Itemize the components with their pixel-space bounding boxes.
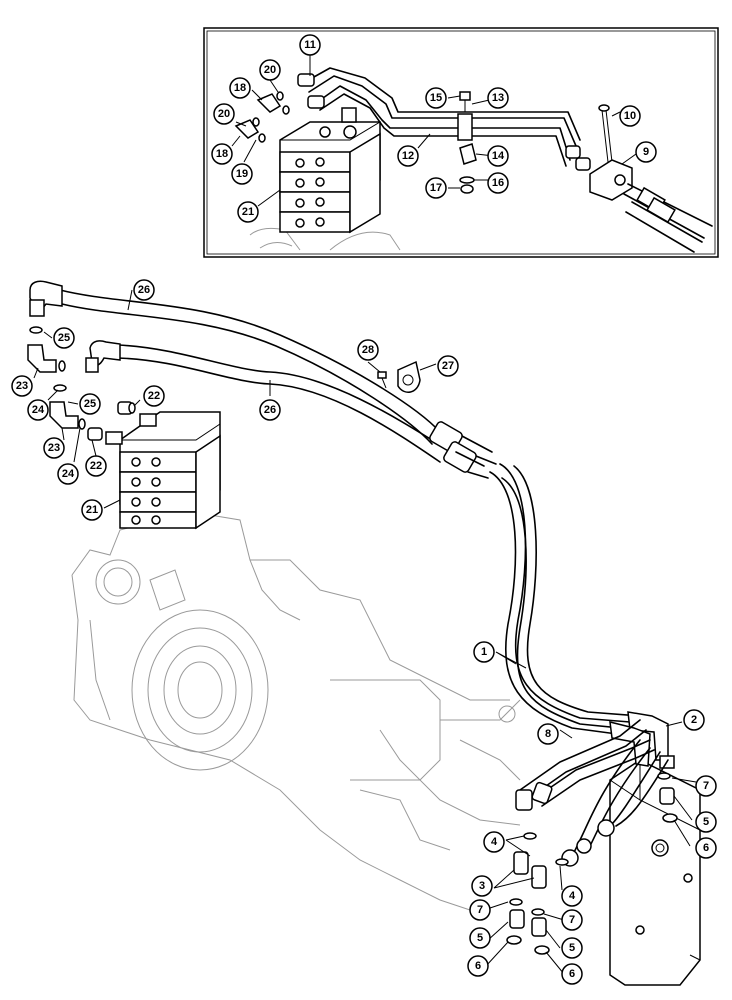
tractor-housing-outline — [71, 514, 521, 911]
callout-8: 8 — [537, 723, 559, 745]
detail-inset — [203, 27, 719, 258]
callout-2: 2 — [683, 709, 705, 731]
svg-text:11: 11 — [304, 39, 316, 51]
callout-20: 20 — [259, 59, 281, 81]
callout-26: 26 — [133, 279, 155, 301]
svg-text:26: 26 — [264, 404, 276, 416]
callout-21: 21 — [81, 499, 103, 521]
svg-text:14: 14 — [492, 150, 505, 162]
hoses-26 — [29, 280, 497, 479]
callout-22: 22 — [85, 455, 107, 477]
callout-20: 20 — [213, 103, 235, 125]
svg-text:4: 4 — [491, 836, 498, 848]
valve-block-inset — [279, 107, 381, 234]
svg-text:15: 15 — [430, 92, 442, 104]
svg-text:7: 7 — [569, 914, 575, 926]
svg-text:17: 17 — [430, 182, 442, 194]
svg-text:26: 26 — [138, 284, 150, 296]
callout-27: 27 — [437, 355, 459, 377]
callout-6: 6 — [695, 837, 717, 859]
svg-text:27: 27 — [442, 360, 454, 372]
svg-text:12: 12 — [402, 150, 414, 162]
callout-23: 23 — [11, 375, 33, 397]
svg-text:21: 21 — [242, 206, 254, 218]
svg-text:24: 24 — [62, 468, 75, 480]
svg-text:4: 4 — [569, 890, 576, 902]
callout-5: 5 — [695, 811, 717, 833]
svg-text:3: 3 — [479, 880, 485, 892]
svg-text:23: 23 — [48, 442, 60, 454]
callout-5: 5 — [469, 927, 491, 949]
svg-text:20: 20 — [264, 64, 276, 76]
callout-18: 18 — [229, 77, 251, 99]
callout-19: 19 — [231, 163, 253, 185]
svg-text:5: 5 — [703, 816, 709, 828]
callout-10: 10 — [619, 105, 641, 127]
svg-text:7: 7 — [477, 904, 483, 916]
callout-13: 13 — [487, 87, 509, 109]
callout-1: 1 — [473, 641, 495, 663]
valve-block-21 — [27, 326, 221, 530]
svg-text:20: 20 — [218, 108, 230, 120]
rear-valve-block — [609, 759, 701, 986]
callout-14: 14 — [487, 145, 509, 167]
callout-24: 24 — [27, 399, 49, 421]
callout-7: 7 — [561, 909, 583, 931]
svg-text:21: 21 — [86, 504, 98, 516]
svg-text:2: 2 — [691, 714, 697, 726]
svg-text:9: 9 — [643, 146, 649, 158]
callout-4: 4 — [561, 885, 583, 907]
svg-text:19: 19 — [236, 168, 248, 180]
hoses-1 — [489, 463, 675, 769]
svg-text:6: 6 — [475, 960, 481, 972]
callout-28: 28 — [357, 339, 379, 361]
callout-23: 23 — [43, 437, 65, 459]
callout-7: 7 — [469, 899, 491, 921]
callout-9: 9 — [635, 141, 657, 163]
callout-4: 4 — [483, 831, 505, 853]
svg-text:22: 22 — [148, 390, 160, 402]
svg-text:7: 7 — [703, 780, 709, 792]
callout-21: 21 — [237, 201, 259, 223]
callout-26: 26 — [259, 399, 281, 421]
callout-6: 6 — [561, 963, 583, 985]
svg-text:10: 10 — [624, 110, 636, 122]
callout-7: 7 — [695, 775, 717, 797]
svg-text:6: 6 — [569, 968, 575, 980]
svg-text:16: 16 — [492, 177, 504, 189]
svg-text:18: 18 — [216, 148, 228, 160]
callout-22: 22 — [143, 385, 165, 407]
svg-text:23: 23 — [16, 380, 28, 392]
callout-24: 24 — [57, 463, 79, 485]
svg-text:28: 28 — [362, 344, 374, 356]
hoses-8 — [515, 719, 669, 867]
callout-25: 25 — [53, 327, 75, 349]
svg-text:24: 24 — [32, 404, 45, 416]
callout-5: 5 — [561, 937, 583, 959]
fittings-lower — [506, 772, 678, 955]
callout-15: 15 — [425, 87, 447, 109]
callout-11: 11 — [299, 34, 321, 56]
callout-17: 17 — [425, 177, 447, 199]
bracket-27-bolt-28 — [377, 360, 421, 393]
callout-3: 3 — [471, 875, 493, 897]
svg-text:6: 6 — [703, 842, 709, 854]
callout-6: 6 — [467, 955, 489, 977]
svg-text:8: 8 — [545, 728, 551, 740]
callout-18: 18 — [211, 143, 233, 165]
callout-25: 25 — [79, 393, 101, 415]
svg-text:22: 22 — [90, 460, 102, 472]
svg-text:25: 25 — [58, 332, 70, 344]
svg-text:5: 5 — [569, 942, 575, 954]
svg-text:1: 1 — [481, 646, 487, 658]
svg-text:18: 18 — [234, 82, 246, 94]
callout-16: 16 — [487, 172, 509, 194]
svg-text:5: 5 — [477, 932, 483, 944]
svg-text:25: 25 — [84, 398, 96, 410]
callout-bubbles: 11 20 18 20 18 19 21 12 15 13 14 17 16 1… — [11, 34, 717, 985]
svg-text:13: 13 — [492, 92, 504, 104]
callout-12: 12 — [397, 145, 419, 167]
